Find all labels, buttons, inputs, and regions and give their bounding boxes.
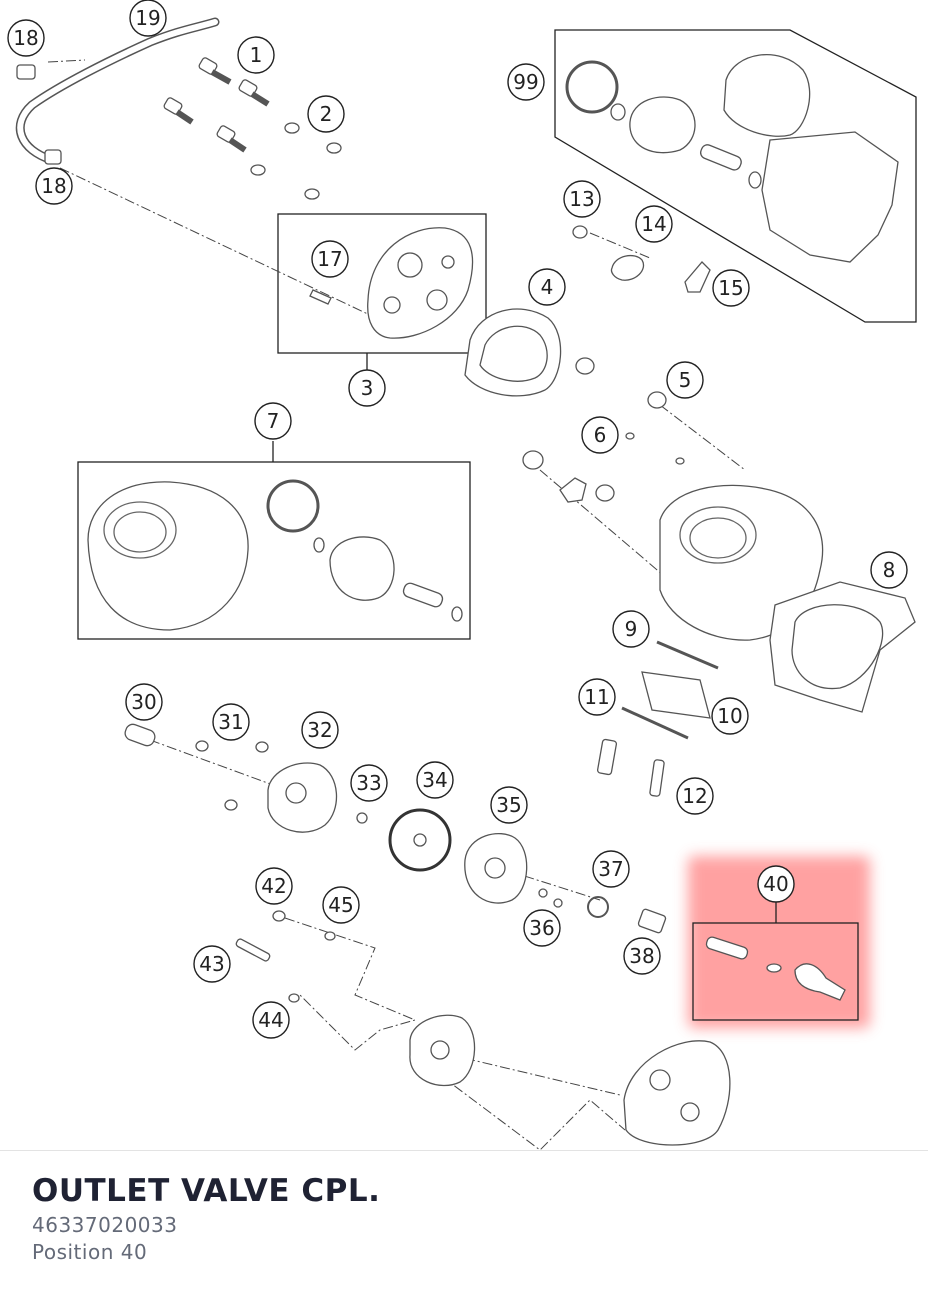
part-title: OUTLET VALVE CPL. [32,1173,381,1209]
set-99 [565,54,899,263]
svg-text:13: 13 [569,187,594,211]
callout-12[interactable]: 12 [676,777,714,815]
group-frame-99 [554,29,917,323]
svg-text:3: 3 [361,376,374,400]
group-frame-7 [77,461,471,640]
svg-text:15: 15 [718,276,743,300]
cylinder-head-3 [309,227,474,339]
svg-text:37: 37 [598,857,623,881]
callout-19[interactable]: 19 [129,0,167,37]
svg-text:35: 35 [496,793,521,817]
svg-text:18: 18 [41,174,66,198]
svg-text:7: 7 [267,409,280,433]
callout-11[interactable]: 11 [578,678,616,716]
svg-text:9: 9 [625,617,638,641]
callout-42[interactable]: 42 [255,867,293,905]
callout-9[interactable]: 9 [612,610,650,648]
svg-text:11: 11 [584,685,609,709]
callout-5[interactable]: 5 [666,361,704,399]
svg-text:40: 40 [763,872,788,896]
svg-text:42: 42 [261,874,286,898]
svg-text:10: 10 [717,704,742,728]
cylinder-kit-7 [87,479,463,631]
svg-text:5: 5 [679,368,692,392]
lower-parts [235,910,731,1146]
callout-3[interactable]: 3 [348,369,386,407]
callout-7[interactable]: 7 [254,402,292,440]
callout-8[interactable]: 8 [870,551,908,589]
svg-text:43: 43 [199,952,224,976]
svg-text:30: 30 [131,690,156,714]
svg-text:19: 19 [135,6,160,30]
callout-37[interactable]: 37 [592,850,630,888]
parts-5-6 [522,357,685,503]
svg-text:6: 6 [594,423,607,447]
callout-45[interactable]: 45 [322,886,360,924]
cylinder [659,484,824,641]
callout-4[interactable]: 4 [528,268,566,306]
callout-2[interactable]: 2 [307,95,345,133]
svg-text:38: 38 [629,944,654,968]
svg-text:32: 32 [307,718,332,742]
group-frame-3 [277,213,487,354]
callout-18a[interactable]: 18 [7,19,45,57]
svg-text:36: 36 [529,916,554,940]
callout-14[interactable]: 14 [635,205,673,243]
callout-40[interactable]: 40 [757,865,795,903]
callout-17[interactable]: 17 [311,240,349,278]
svg-text:4: 4 [541,275,554,299]
svg-text:44: 44 [258,1008,283,1032]
callout-30[interactable]: 30 [125,683,163,721]
svg-text:18: 18 [13,26,38,50]
svg-text:8: 8 [883,558,896,582]
base-gasket-8 [769,581,916,713]
callout-31[interactable]: 31 [212,703,250,741]
callout-13[interactable]: 13 [563,180,601,218]
svg-text:34: 34 [422,768,447,792]
callout-32[interactable]: 32 [301,711,339,749]
svg-text:1: 1 [250,43,263,67]
svg-text:14: 14 [641,212,666,236]
callout-38[interactable]: 38 [623,937,661,975]
part-number: 46337020033 [32,1213,178,1237]
callout-15[interactable]: 15 [712,269,750,307]
svg-text:31: 31 [218,710,243,734]
washers-2 [250,122,342,200]
gasket-4 [464,308,562,397]
outlet-valve-40[interactable] [705,936,846,1001]
callout-99[interactable]: 99 [507,63,545,101]
callout-10[interactable]: 10 [711,697,749,735]
svg-text:12: 12 [682,784,707,808]
position-label: Position 40 [32,1240,148,1264]
callout-33[interactable]: 33 [350,764,388,802]
part-info-panel: OUTLET VALVE CPL. 46337020033 Position 4… [0,1150,928,1291]
callout-44[interactable]: 44 [252,1001,290,1039]
callout-1[interactable]: 1 [237,36,275,74]
svg-text:45: 45 [328,893,353,917]
callout-36[interactable]: 36 [523,909,561,947]
parts-13-14-15 [572,225,711,293]
valve-cover-parts [124,723,667,934]
svg-text:99: 99 [513,70,538,94]
callout-43[interactable]: 43 [193,945,231,983]
svg-text:17: 17 [317,247,342,271]
callout-18b[interactable]: 18 [35,167,73,205]
bolts-1 [163,57,270,153]
svg-text:33: 33 [356,771,381,795]
parts-9-10-11-12 [596,640,719,797]
exploded-parts-diagram: 18 19 1 2 18 17 3 99 13 14 15 4 5 6 7 8 … [7,0,917,1150]
callout-34[interactable]: 34 [416,761,454,799]
callout-6[interactable]: 6 [581,416,619,454]
callout-35[interactable]: 35 [490,786,528,824]
svg-text:2: 2 [320,102,333,126]
